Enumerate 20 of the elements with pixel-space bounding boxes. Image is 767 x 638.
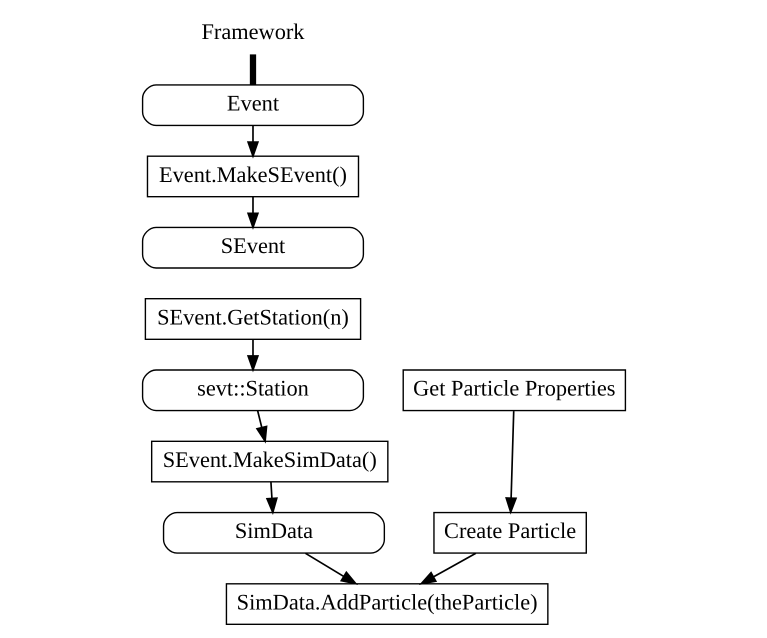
arrow [304, 552, 358, 586]
arrow [504, 411, 517, 515]
node-box: Create Particle [432, 512, 586, 554]
arrow [246, 126, 259, 159]
node-box: SEvent.GetStation(n) [144, 298, 361, 340]
arrow [265, 482, 278, 515]
node-box: Event.MakeSEvent() [146, 156, 359, 198]
arrow [246, 196, 259, 230]
node-box: Event [141, 84, 364, 126]
node-box: SEvent [141, 226, 364, 269]
node-box: sevt::Station [141, 369, 364, 412]
node-box: Get Particle Properties [402, 369, 626, 412]
node-box: SimData.AddParticle(theParticle) [225, 583, 548, 626]
connector [249, 54, 256, 85]
node-box: SimData [162, 512, 385, 554]
node-text: Framework [200, 19, 304, 44]
arrow [246, 339, 259, 372]
arrow [418, 552, 476, 585]
node-box: SEvent.MakeSimData() [150, 440, 388, 482]
arrow [255, 410, 267, 444]
